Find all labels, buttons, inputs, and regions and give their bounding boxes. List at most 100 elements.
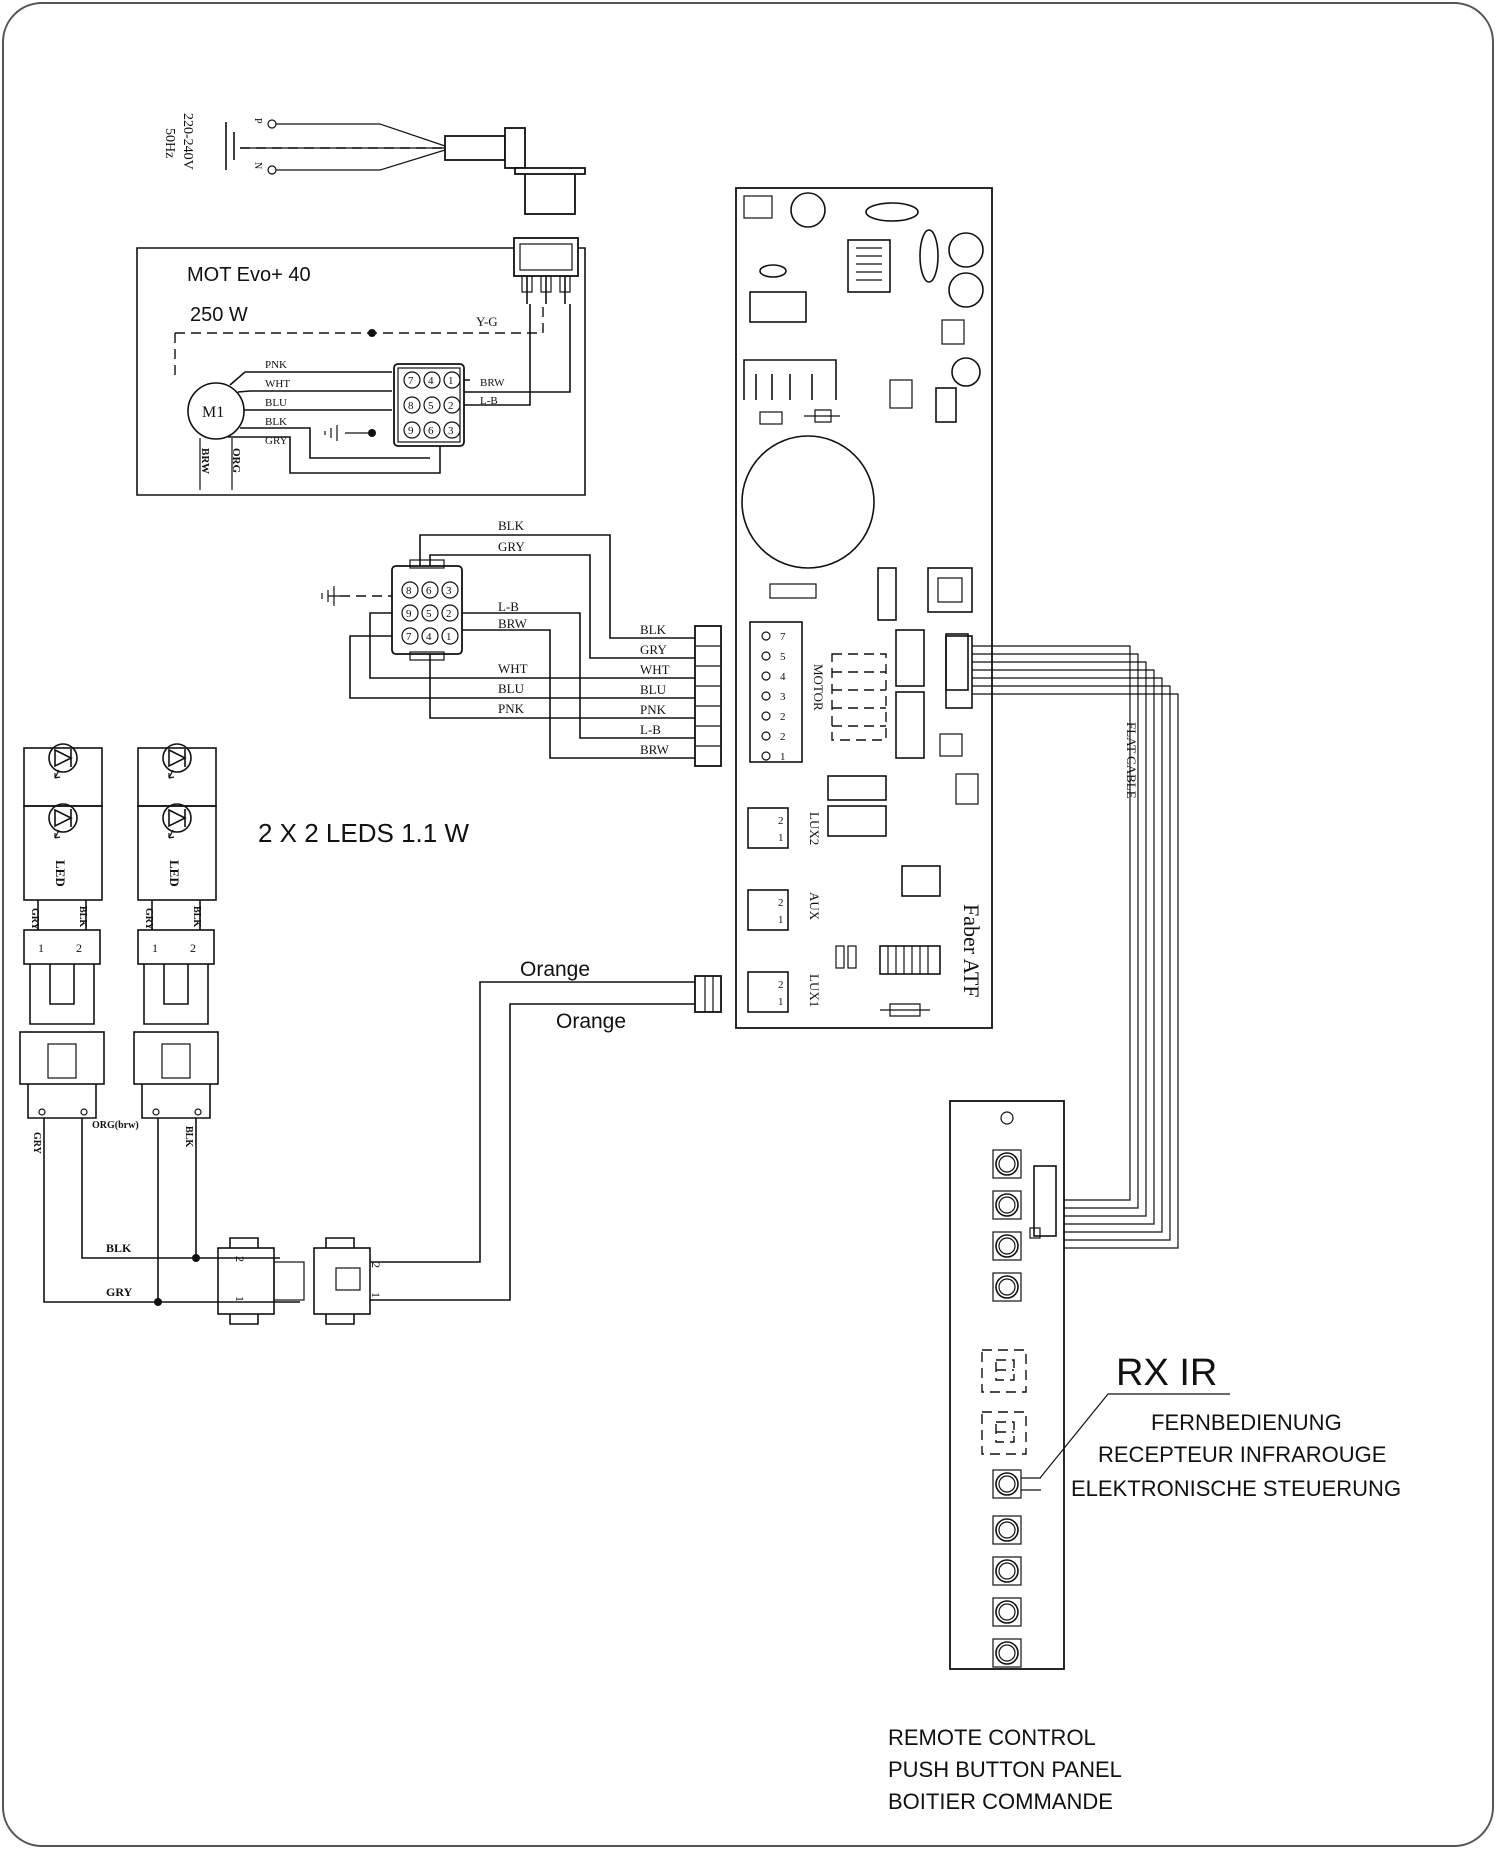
- svg-text:2: 2: [233, 1256, 247, 1262]
- svg-text:1: 1: [778, 832, 784, 844]
- power-plug: 220-240V 50Hz P N: [162, 113, 586, 215]
- svg-text:1: 1: [369, 1292, 383, 1298]
- orange-wire-label-top: Orange: [520, 958, 590, 981]
- svg-text:1: 1: [448, 375, 454, 387]
- svg-text:2: 2: [369, 1262, 383, 1268]
- svg-text:1: 1: [152, 941, 158, 955]
- svg-text:7: 7: [406, 631, 412, 643]
- svg-text:PNK: PNK: [498, 701, 525, 716]
- svg-text:2: 2: [778, 815, 784, 827]
- svg-text:BLK: BLK: [77, 906, 88, 927]
- aux-label: AUX: [807, 892, 822, 921]
- svg-text:GRY: GRY: [640, 642, 667, 657]
- svg-text:1: 1: [780, 751, 786, 763]
- motor-symbol: M1: [202, 404, 224, 421]
- svg-text:BLU: BLU: [640, 682, 667, 697]
- rx-line-3: ELEKTRONISCHE STEUERUNG: [1071, 1476, 1401, 1501]
- leds-title: 2 X 2 LEDS 1.1 W: [258, 818, 469, 848]
- svg-text:GRY: GRY: [31, 1132, 42, 1155]
- svg-text:BRW: BRW: [640, 742, 670, 757]
- lux2-label: LUX2: [807, 812, 822, 845]
- svg-text:BLK: BLK: [183, 1126, 194, 1147]
- svg-text:BRW: BRW: [480, 377, 505, 389]
- svg-text:1: 1: [233, 1296, 247, 1302]
- svg-text:GRY: GRY: [498, 539, 525, 554]
- motor-box: MOT Evo+ 40 250 W Y-G M1 BRW ORG PNK WHT…: [136, 237, 586, 496]
- control-board: 7 5 4 3 2 2 1 MOTOR 2 1 LUX2 2 1 AUX 2 1: [735, 187, 993, 1029]
- panel-caption-3: BOITIER COMMANDE: [888, 1789, 1113, 1814]
- frequency-label: 50Hz: [162, 128, 177, 158]
- svg-text:4: 4: [428, 375, 434, 387]
- svg-text:WHT: WHT: [265, 378, 290, 390]
- svg-text:3: 3: [448, 425, 454, 437]
- svg-text:BLK: BLK: [498, 518, 525, 533]
- svg-text:8: 8: [408, 400, 414, 412]
- motor-power: 250 W: [190, 304, 248, 326]
- svg-text:6: 6: [426, 585, 432, 597]
- svg-text:1: 1: [778, 996, 784, 1008]
- svg-text:WHT: WHT: [640, 662, 670, 677]
- svg-text:BLK: BLK: [265, 416, 287, 428]
- motor-terminal-label: MOTOR: [811, 664, 826, 711]
- svg-text:2: 2: [446, 608, 452, 620]
- svg-text:9: 9: [406, 608, 412, 620]
- svg-text:GRY: GRY: [143, 908, 154, 931]
- svg-text:GRY: GRY: [29, 908, 40, 931]
- svg-text:7: 7: [408, 375, 414, 387]
- rx-line-2: RECEPTEUR INFRAROUGE: [1098, 1442, 1386, 1467]
- motor-connector: 8 6 3 9 5 2 7 4 1 BLK GRY L-B BRW WHT BL…: [321, 518, 722, 767]
- svg-text:4: 4: [780, 671, 786, 683]
- svg-text:2: 2: [76, 941, 82, 955]
- svg-text:LED: LED: [167, 860, 182, 887]
- svg-text:PNK: PNK: [265, 359, 287, 371]
- svg-text:L-B: L-B: [480, 395, 498, 407]
- svg-text:2: 2: [778, 897, 784, 909]
- svg-text:2: 2: [448, 400, 454, 412]
- svg-text:ORG: ORG: [230, 448, 242, 474]
- motor-model: MOT Evo+ 40: [187, 264, 311, 286]
- flat-cable-label: FLAT CABLE: [1124, 722, 1139, 799]
- led-modules: 2 X 2 LEDS 1.1 W LED GRY BLK 1 2 GRY ORG…: [19, 743, 722, 1325]
- push-button-panel: RX IR FERNBEDIENUNG RECEPTEUR INFRAROUGE…: [888, 1100, 1401, 1814]
- rx-line-1: FERNBEDIENUNG: [1151, 1410, 1342, 1435]
- svg-text:8: 8: [406, 585, 412, 597]
- svg-text:N: N: [252, 162, 263, 169]
- svg-text:WHT: WHT: [498, 661, 528, 676]
- motor-terminal-pins: 7 5 4 3 2 2 1: [761, 631, 786, 763]
- voltage-label: 220-240V: [180, 113, 195, 170]
- svg-text:P: P: [252, 118, 263, 124]
- svg-text:PNK: PNK: [640, 702, 667, 717]
- panel-caption-1: REMOTE CONTROL: [888, 1725, 1096, 1750]
- svg-text:BRW: BRW: [498, 616, 528, 631]
- svg-text:5: 5: [428, 400, 434, 412]
- panel-caption-2: PUSH BUTTON PANEL: [888, 1757, 1122, 1782]
- seven-segment-display: [981, 1349, 1027, 1455]
- svg-text:3: 3: [446, 585, 452, 597]
- svg-text:BLK: BLK: [191, 906, 202, 927]
- svg-text:GRY: GRY: [265, 435, 288, 447]
- svg-text:2: 2: [780, 731, 786, 743]
- svg-text:Y-G: Y-G: [476, 314, 498, 329]
- orange-wire-label-bottom: Orange: [556, 1010, 626, 1033]
- lux1-label: LUX1: [807, 974, 822, 1007]
- svg-text:1: 1: [446, 631, 452, 643]
- svg-text:9: 9: [408, 425, 414, 437]
- svg-text:5: 5: [426, 608, 432, 620]
- svg-text:LED: LED: [53, 860, 68, 887]
- svg-text:BLK: BLK: [640, 622, 667, 637]
- svg-text:2: 2: [778, 979, 784, 991]
- svg-text:GRY: GRY: [106, 1285, 133, 1299]
- svg-text:3: 3: [780, 691, 786, 703]
- svg-text:BRW: BRW: [199, 448, 211, 474]
- rx-ir-label: RX IR: [1116, 1352, 1217, 1394]
- svg-text:ORG(brw): ORG(brw): [92, 1120, 139, 1131]
- flat-cable: FLAT CABLE: [972, 645, 1179, 1249]
- svg-text:BLU: BLU: [498, 681, 525, 696]
- svg-text:BLU: BLU: [265, 397, 287, 409]
- svg-text:5: 5: [780, 651, 786, 663]
- svg-text:BLK: BLK: [106, 1241, 132, 1255]
- svg-text:7: 7: [780, 631, 786, 643]
- svg-text:1: 1: [38, 941, 44, 955]
- svg-text:L-B: L-B: [640, 722, 661, 737]
